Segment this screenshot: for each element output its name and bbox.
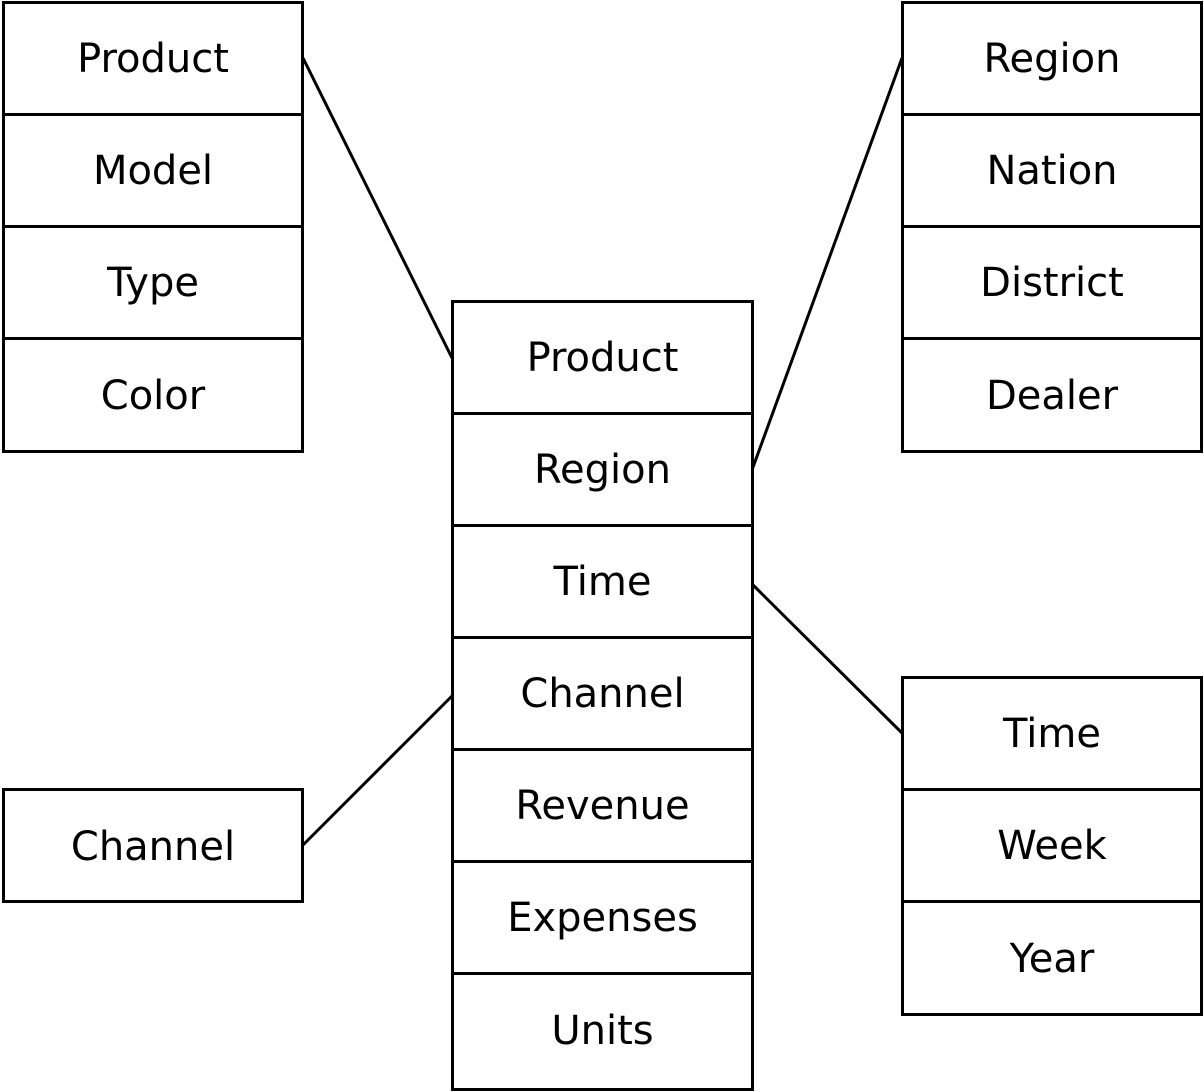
fact-table: Product Region Time Channel Revenue Expe…	[451, 300, 754, 1091]
connector-channel	[301, 694, 454, 847]
region-table-field-nation: Nation	[904, 116, 1200, 228]
region-dimension-table: Region Nation District Dealer	[901, 1, 1203, 453]
fact-table-field-product: Product	[454, 303, 751, 415]
product-table-field-product: Product	[5, 4, 301, 116]
time-table-field-week: Week	[904, 791, 1200, 903]
time-table-field-time: Time	[904, 679, 1200, 791]
product-table-field-color: Color	[100, 373, 206, 419]
connector-product	[301, 57, 454, 359]
region-table-field-district: District	[904, 228, 1200, 340]
product-table-field-model: Model	[5, 116, 301, 228]
fact-table-field-region: Region	[454, 415, 751, 527]
fact-table-field-expenses: Expenses	[454, 863, 751, 975]
time-table-field-year: Year	[1009, 936, 1095, 982]
time-dimension-table: Time Week Year	[901, 676, 1203, 1016]
connector-time	[750, 582, 904, 735]
region-table-field-dealer: Dealer	[985, 373, 1119, 419]
product-table-field-type: Type	[5, 228, 301, 340]
channel-table-field-channel: Channel	[70, 824, 236, 870]
fact-table-field-channel: Channel	[454, 639, 751, 751]
fact-table-field-time: Time	[454, 527, 751, 639]
fact-table-field-revenue: Revenue	[454, 751, 751, 863]
region-table-field-region: Region	[904, 4, 1200, 116]
product-dimension-table: Product Model Type Color	[2, 1, 304, 453]
connector-region	[750, 57, 904, 471]
channel-dimension-table: Channel	[2, 788, 304, 903]
fact-table-field-units: Units	[551, 1008, 654, 1054]
